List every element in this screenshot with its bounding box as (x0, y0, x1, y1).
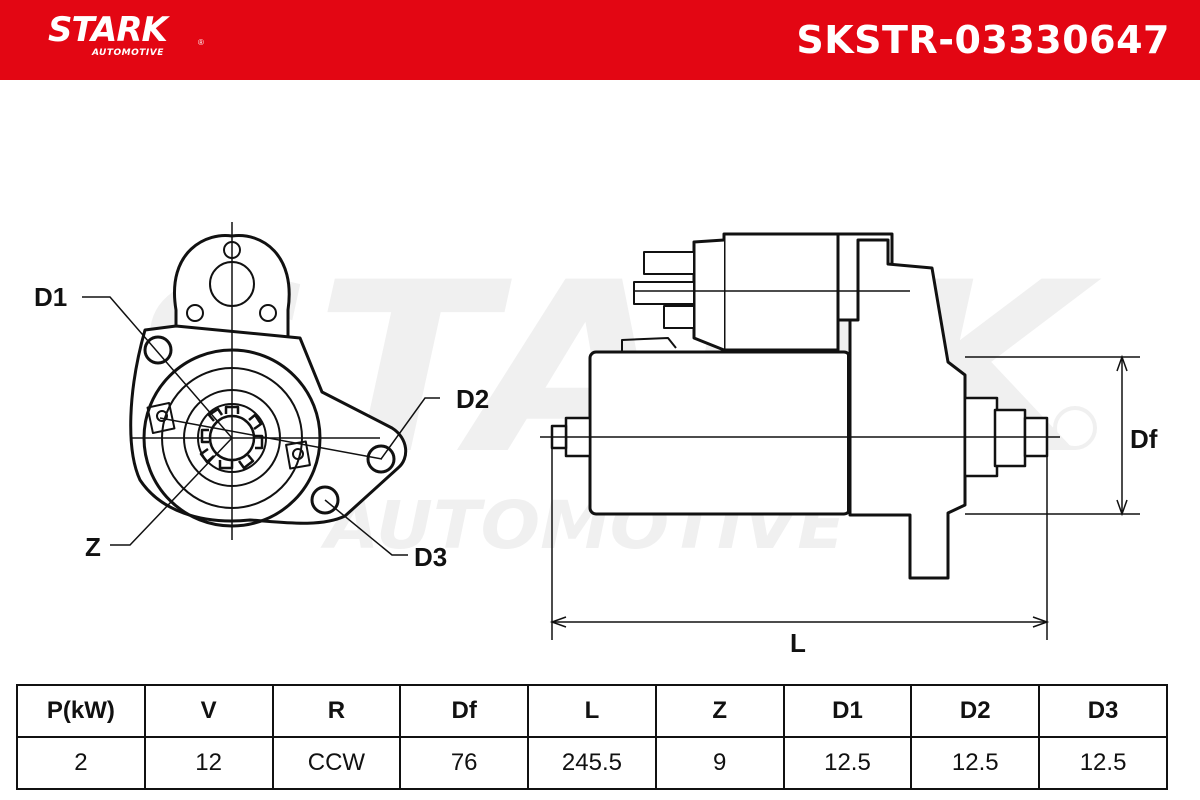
specs-header-cell: L (527, 684, 657, 738)
front-view (129, 222, 408, 540)
specs-value-cell: 12.5 (910, 736, 1041, 790)
specs-header-row: P(kW) V R Df L Z D1 D2 D3 (16, 684, 1168, 738)
front-screw-left (186, 304, 204, 322)
side-motor-body (588, 350, 852, 516)
df-arrow-top (1116, 354, 1128, 372)
label-l: L (790, 628, 806, 658)
side-pinion (993, 408, 1027, 468)
specs-header-cell: D3 (1038, 684, 1168, 738)
specs-header-cell: R (271, 684, 402, 738)
df-arrow-bottom (1116, 499, 1128, 517)
part-number: SKSTR-03330647 (796, 18, 1170, 62)
specs-header-cell: D1 (782, 684, 913, 738)
watermark-registered-mark (1053, 406, 1097, 450)
specs-header-cell: V (143, 684, 274, 738)
d1-leader (82, 296, 233, 439)
label-df: Df (1130, 424, 1158, 454)
front-view-leaders (82, 296, 440, 556)
side-terminal-wire (621, 337, 677, 352)
header-bar: STARK ® AUTOMOTIVE SKSTR-03330647 (0, 0, 1200, 80)
specs-value-row: 2 12 CCW 76 245.5 9 12.5 12.5 12.5 (16, 736, 1168, 790)
front-mount-hole-d2 (366, 444, 396, 474)
side-solenoid-body (722, 232, 840, 352)
front-mount-hole-d1 (143, 335, 173, 365)
specs-value-cell: 245.5 (527, 736, 657, 790)
d2-leader (380, 397, 440, 460)
logo-brand: STARK (48, 10, 168, 50)
label-d1: D1 (34, 282, 67, 312)
side-view (540, 232, 1060, 580)
side-solenoid-end (692, 238, 725, 352)
specs-value-cell: CCW (271, 736, 402, 790)
label-z: Z (85, 532, 101, 562)
front-bolt-left (146, 401, 176, 435)
dimension-labels: L Df (790, 424, 1158, 658)
front-bolt-circle-line (159, 417, 383, 460)
specs-value-cell: 2 (16, 736, 146, 790)
l-arrow-left (549, 616, 567, 628)
specs-header-cell: Z (654, 684, 785, 738)
specs-header-cell: Df (399, 684, 530, 738)
specs-value-cell: 76 (399, 736, 530, 790)
specs-value-cell: 12 (143, 736, 274, 790)
d3-leader (324, 499, 408, 556)
z-leader (110, 437, 233, 546)
side-terminal-mid (633, 281, 695, 305)
front-screw-right (259, 304, 277, 322)
dimension-lines (549, 354, 1140, 640)
starter-motor-drawing: STARK AUTOMOTIVE (34, 222, 1158, 658)
specs-value-cell: 9 (654, 736, 785, 790)
logo-registered-mark: ® (198, 38, 204, 47)
logo-subtitle: AUTOMOTIVE (92, 48, 164, 58)
label-d3: D3 (414, 542, 447, 572)
specs-header-cell: P(kW) (16, 684, 146, 738)
side-terminal-top (643, 251, 695, 275)
label-d2: D2 (456, 384, 489, 414)
front-view-labels: D1 D2 D3 Z (34, 282, 489, 572)
specs-value-cell: 12.5 (782, 736, 913, 790)
l-arrow-right (1032, 616, 1050, 628)
specs-table: P(kW) V R Df L Z D1 D2 D3 2 12 CCW 76 24… (16, 684, 1168, 790)
side-terminal-bottom (663, 305, 695, 329)
front-mount-hole-d3 (310, 485, 340, 515)
specs-header-cell: D2 (910, 684, 1041, 738)
stark-logo: STARK ® AUTOMOTIVE (48, 8, 208, 68)
specs-value-cell: 12.5 (1038, 736, 1168, 790)
